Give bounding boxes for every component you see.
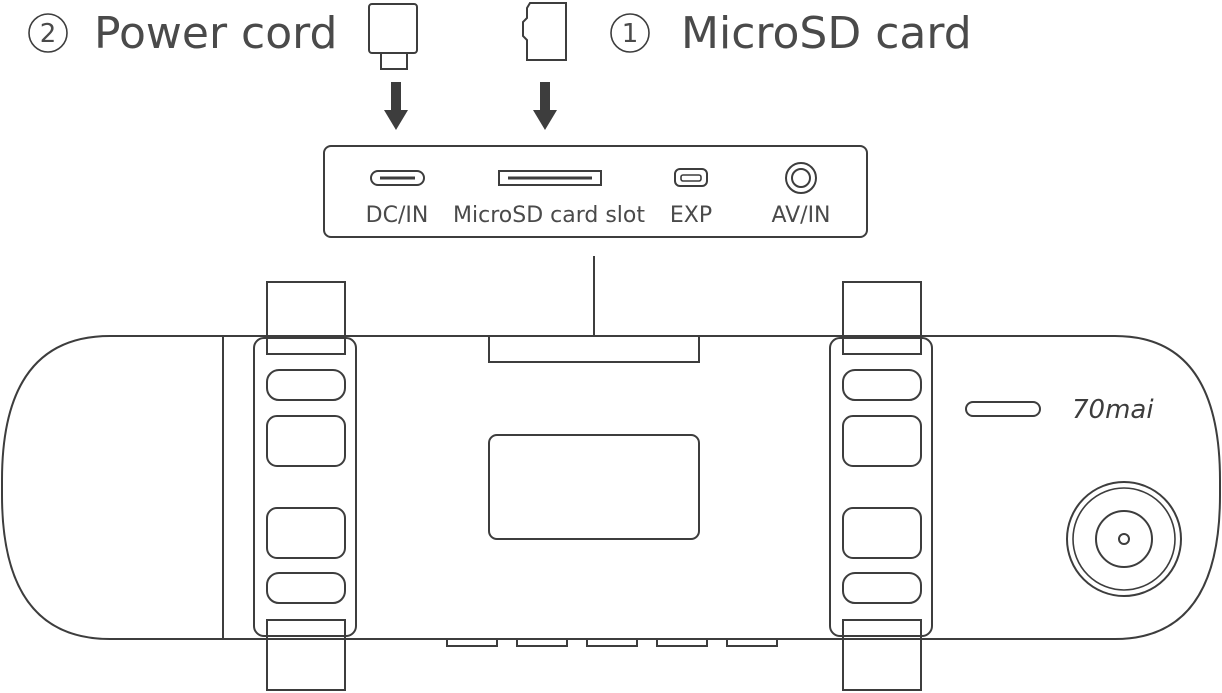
sensor-slot — [965, 401, 1041, 417]
microsd-card-icon — [522, 1, 567, 61]
brand-logo: 70mai — [1072, 395, 1154, 425]
bottom-buttons — [446, 639, 778, 647]
step-number-1: 1 — [622, 19, 639, 49]
power-cord-connector-icon — [368, 3, 418, 70]
av-in-label: AV/IN — [771, 203, 830, 228]
step-number-2: 2 — [40, 19, 57, 49]
rearview-mirror-body: 70mai — [1, 335, 1221, 647]
left-mounting-strap — [253, 281, 357, 691]
right-mounting-strap — [829, 281, 933, 691]
arrow-down-icon — [533, 82, 557, 130]
exp-port-icon — [674, 168, 708, 187]
arrow-down-icon — [384, 82, 408, 130]
dc-in-port-icon — [370, 170, 425, 186]
exp-label: EXP — [670, 203, 712, 228]
microsd-card-label: MicroSD card — [681, 8, 972, 59]
av-in-port-icon — [785, 162, 817, 194]
mirror-window — [488, 434, 700, 540]
step-power-cord: 2 Power cord — [28, 8, 337, 59]
camera-lens-icon — [1066, 481, 1182, 597]
microsd-slot-icon — [498, 170, 602, 186]
port-callout: DC/IN MicroSD card slot EXP AV/IN — [323, 145, 868, 238]
power-cord-label: Power cord — [94, 8, 337, 59]
port-housing — [488, 335, 700, 363]
step-microsd-card: 1 MicroSD card — [610, 8, 972, 59]
dc-in-label: DC/IN — [366, 203, 429, 228]
microsd-slot-label: MicroSD card slot — [453, 203, 645, 228]
